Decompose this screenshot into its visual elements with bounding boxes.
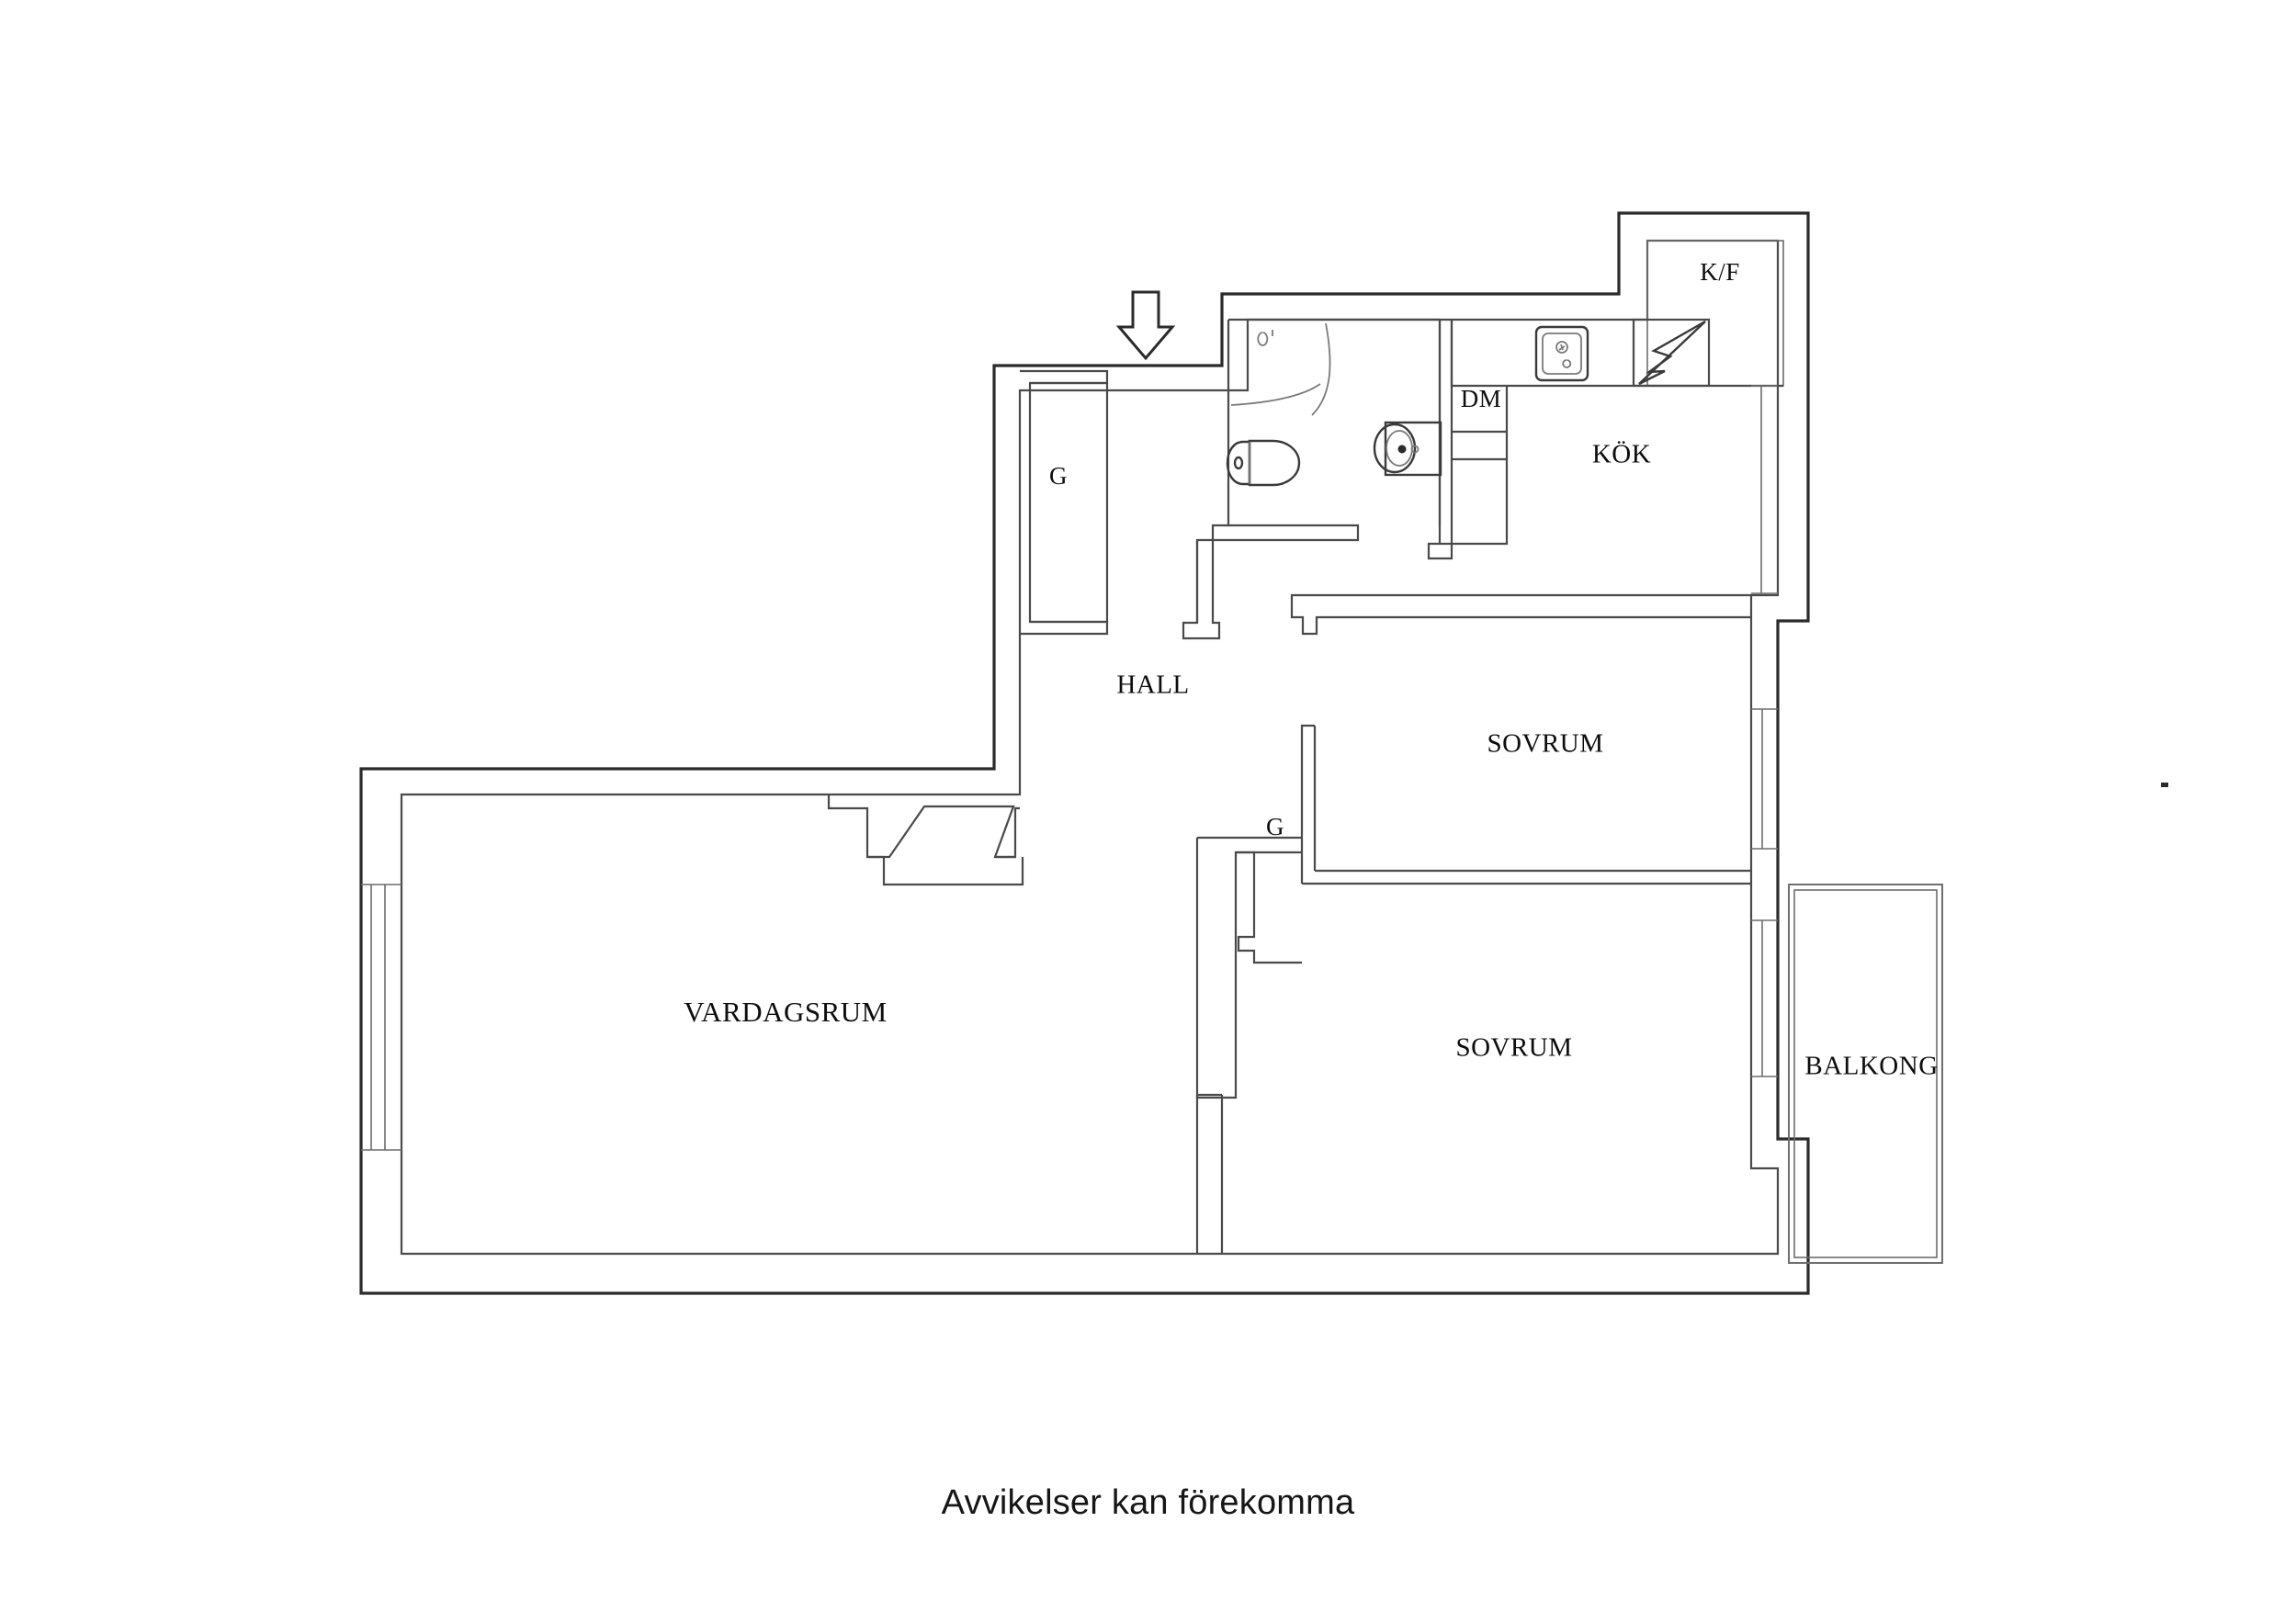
balcony-rect (1788, 884, 1943, 1264)
entrance-arrow (1115, 290, 1176, 361)
room-label-sovrum-2: SOVRUM (1455, 1033, 1572, 1063)
toilet-fixture (1226, 439, 1301, 487)
kitchen-counters (1450, 318, 1783, 546)
room-label-diskmaskin: DM (1461, 385, 1502, 412)
room-label-garderob-1: G (1049, 462, 1068, 490)
room-label-kyl-frys: K/F (1700, 258, 1740, 286)
window-sovrum2-east (1751, 919, 1778, 1077)
chimney-projection (827, 795, 1024, 886)
kitchen-sink-fixture (1534, 325, 1589, 382)
window-sovrum1-east (1751, 708, 1778, 850)
sovrum-2-walls (1195, 1093, 1224, 1254)
room-label-garderob-2: G (1266, 813, 1284, 840)
room-label-sovrum-1: SOVRUM (1487, 729, 1603, 759)
stray-dot-mark (2161, 783, 2168, 787)
closet-g1 (1020, 369, 1109, 636)
room-label-balkong: BALKONG (1804, 1052, 1938, 1081)
closet-g2 (1195, 836, 1302, 1099)
washbasin-fixture (1373, 421, 1442, 477)
plan-caption: Avvikelser kan förekomma (941, 1483, 1355, 1522)
sovrum-1-walls (1300, 724, 1751, 885)
window-living-west (361, 884, 402, 1151)
bathroom-walls (1182, 318, 1453, 640)
room-label-vardagsrum: VARDAGSRUM (684, 996, 888, 1028)
room-label-kok: KÖK (1592, 440, 1651, 469)
kitchen-bedroom-divider (1290, 593, 1751, 636)
window-kok-east (1751, 385, 1778, 594)
room-label-hall: HALL (1116, 671, 1189, 700)
